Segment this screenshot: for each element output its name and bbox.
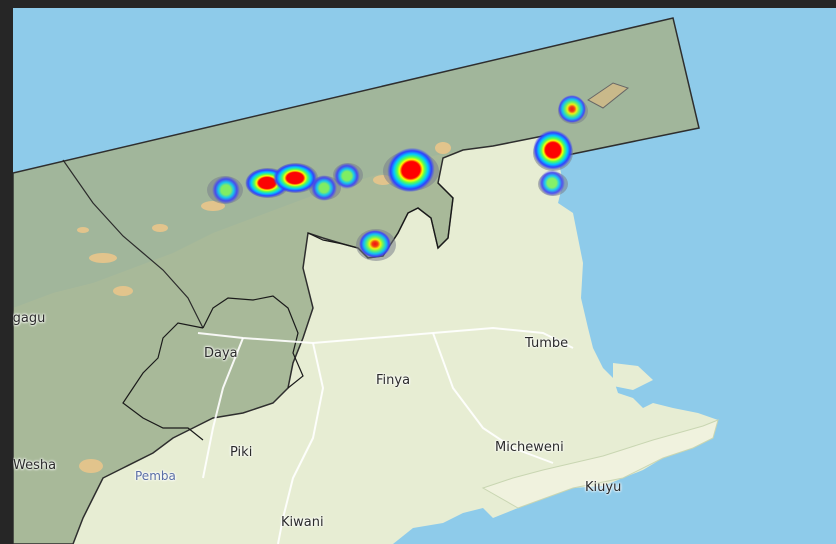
heatmap-point-3 <box>273 163 317 193</box>
place-label-tumbe: Tumbe <box>525 336 569 351</box>
place-label-finya: Finya <box>376 373 411 388</box>
land-mainland <box>13 136 718 544</box>
place-label-kiuyu: Kiuyu <box>585 480 622 495</box>
place-label-pemba: Pemba <box>135 469 176 483</box>
roads <box>197 326 574 544</box>
map-view[interactable]: igagu Daya Finya Tumbe Wesha Pemba Piki … <box>13 8 836 544</box>
heatmap-point-1 <box>212 176 240 204</box>
heatmap-point-5 <box>334 163 360 189</box>
coastline <box>122 182 454 441</box>
land-shoreline <box>481 419 719 509</box>
district-boundary <box>62 159 204 329</box>
place-label-gagu: igagu <box>13 311 46 326</box>
heatmap-point-8 <box>558 95 586 123</box>
sand-patches <box>77 142 451 473</box>
islet-northeast <box>587 82 630 109</box>
place-label-daya: Daya <box>204 346 238 361</box>
heatmap-point-9 <box>533 130 573 170</box>
place-label-micheweni: Micheweni <box>495 440 564 455</box>
heatmap-point-4 <box>311 175 337 201</box>
place-label-kiwani: Kiwani <box>281 515 324 530</box>
heatmap-layer <box>212 95 586 258</box>
land-island <box>613 363 653 390</box>
place-label-wesha: Wesha <box>13 458 57 473</box>
heatmap-point-6 <box>387 147 435 193</box>
heatmap-point-7 <box>359 230 391 258</box>
heatmap-point-10 <box>539 170 565 196</box>
map-canvas <box>13 8 836 544</box>
place-label-piki: Piki <box>230 445 253 460</box>
